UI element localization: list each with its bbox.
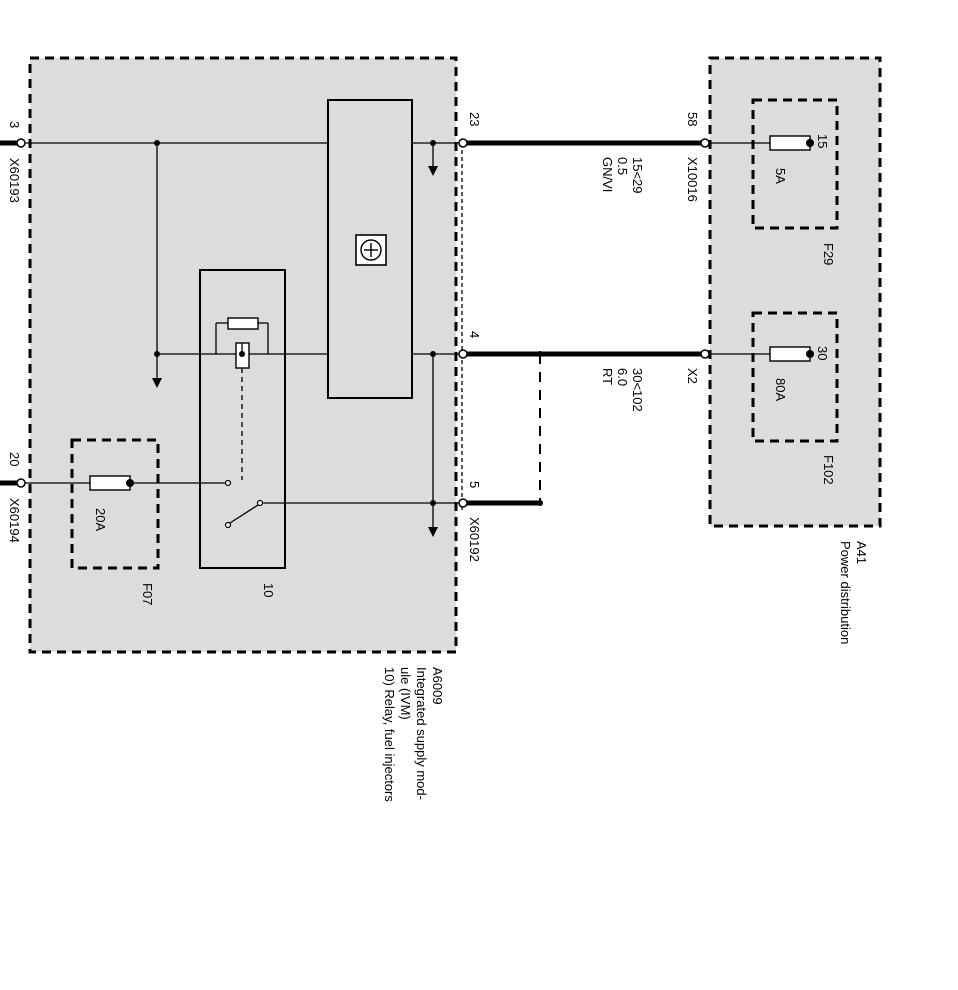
external-wiring [0,140,770,506]
fuse-f102 [769,346,814,362]
relay-10-box [199,269,286,569]
wire2-circuit: 30<102 [630,368,645,412]
fuse-f29-rating: 5A [773,168,788,184]
module-a41-id: A41 [854,541,869,564]
fuse-f102-rating: 80A [773,378,788,401]
fuse-f102-pin-label: 30 [815,346,830,360]
relay-10-label: 10 [261,583,276,597]
fuse-f102-id: F102 [821,455,836,485]
connector-x60194-label: X60194 [7,498,22,543]
wire1-size: 0.5 [615,157,630,175]
pin-23-label: 23 [467,112,482,126]
connector-x60192-label: X60192 [467,517,482,562]
pin-4-label: 4 [467,331,482,338]
connector-x60193-label: X60193 [7,158,22,203]
module-a6009-desc-line2: ule (IVM) [398,667,413,720]
connector-x10016-label: X10016 [685,157,700,202]
wire1-circuit: 15<29 [630,157,645,194]
fuse-f29-pin-label: 15 [815,134,830,148]
fuse-f29 [769,135,814,151]
fuse-f29-id: F29 [821,243,836,265]
wire2-size: 6.0 [615,368,630,386]
electronic-switch-icon [355,234,387,266]
pin-20-label: 20 [7,452,22,466]
ground-arrows [152,166,438,537]
module-a6009-desc-line3: 10) Relay, fuel injectors [382,667,397,802]
module-a41-desc: Power distribution [838,541,853,644]
fuse-f07-rating: 20A [93,508,108,531]
control-unit-block [327,99,413,399]
connector-x2-label: X2 [685,368,700,384]
module-a6009-id: A6009 [430,667,445,705]
connector-pins [16,138,710,508]
wire1-color: GN/VI [600,157,615,192]
fuse-f07-box [70,438,160,570]
fuse-f29-box [751,98,839,230]
pin-5-label: 5 [467,481,482,488]
wire2-color: RT [600,368,615,385]
module-a41-box [708,56,882,528]
fuse-f102-box [751,311,839,443]
internal-wiring [22,142,463,530]
fuse-f07-id: F07 [140,583,155,605]
fuse-f07 [89,475,134,491]
module-a6009-desc-line1: Integrated supply mod- [414,667,429,800]
pin-3-label: 3 [7,121,22,128]
pin-58-label: 58 [685,112,700,126]
